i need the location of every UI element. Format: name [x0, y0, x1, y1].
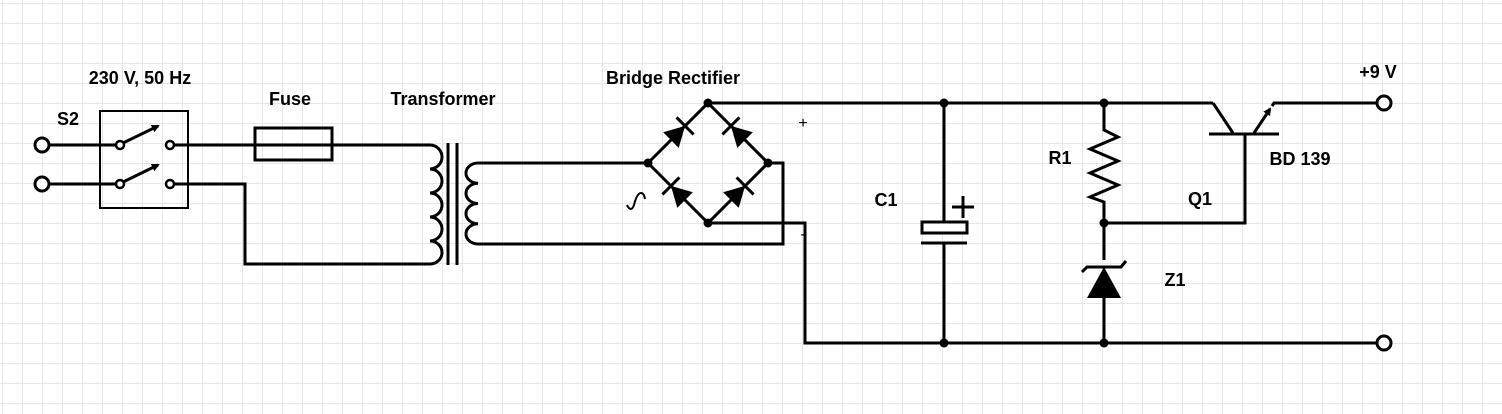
resistor-r1 — [1085, 98, 1122, 260]
label-output: +9 V — [1359, 62, 1397, 82]
label-minus: - — [800, 226, 805, 243]
ac-symbol — [626, 191, 646, 210]
input-terminal-2 — [33, 175, 51, 193]
switch-s2 — [49, 110, 189, 209]
output-terminal-positive — [1375, 94, 1393, 112]
label-bridge: Bridge Rectifier — [606, 68, 740, 88]
label-fuse: Fuse — [269, 89, 311, 109]
label-z1: Z1 — [1164, 270, 1185, 290]
label-c1: C1 — [874, 190, 897, 210]
fuse — [253, 126, 334, 162]
label-plus: + — [798, 115, 807, 132]
input-terminal-1 — [33, 136, 51, 154]
label-q1: Q1 — [1188, 189, 1212, 209]
label-r1: R1 — [1048, 148, 1071, 168]
transformer — [429, 143, 479, 266]
label-transformer: Transformer — [390, 89, 495, 109]
output-terminal-ground — [1375, 334, 1393, 352]
zener-diode-z1 — [1080, 260, 1128, 348]
bridge-rectifier — [643, 98, 773, 228]
label-switch: S2 — [57, 109, 79, 129]
capacitor-c1 — [920, 98, 974, 348]
label-mains: 230 V, 50 Hz — [89, 68, 191, 88]
transistor-q1 — [1209, 101, 1377, 136]
label-bd139: BD 139 — [1269, 149, 1330, 169]
